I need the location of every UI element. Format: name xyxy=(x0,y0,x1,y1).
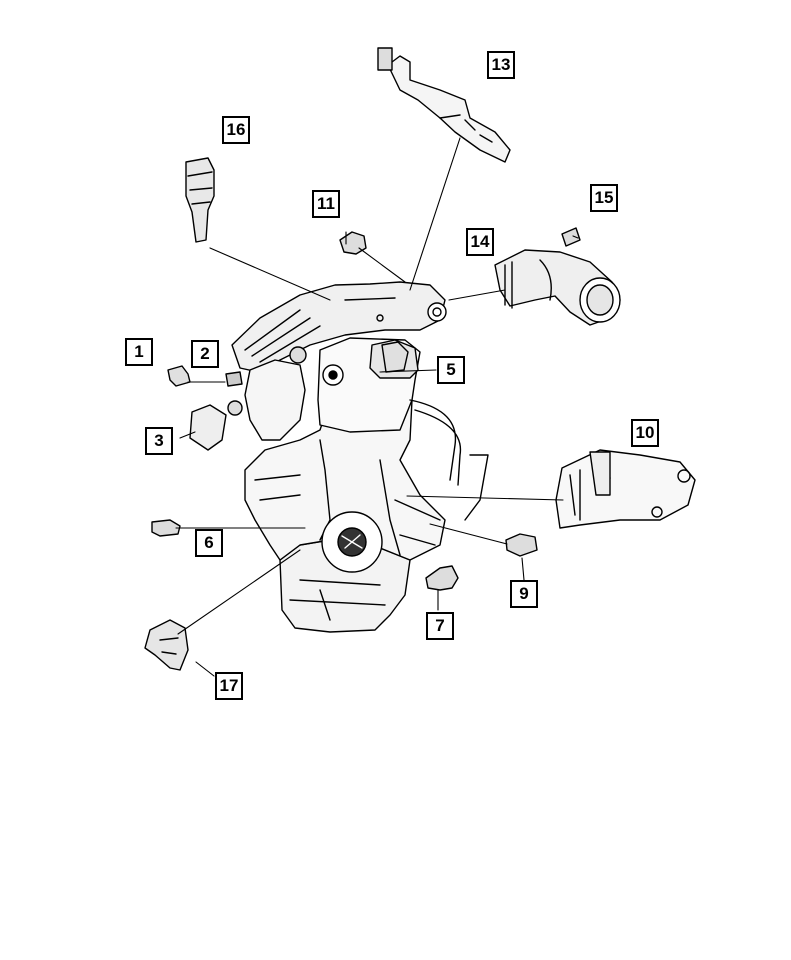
part-9-sensor xyxy=(505,533,538,557)
callout-7[interactable]: 7 xyxy=(426,612,454,640)
callout-9[interactable]: 9 xyxy=(510,580,538,608)
callout-6[interactable]: 6 xyxy=(195,529,223,557)
part-16-sensor xyxy=(185,157,215,243)
callout-10[interactable]: 10 xyxy=(631,419,659,447)
callout-3[interactable]: 3 xyxy=(145,427,173,455)
part-13-bracket xyxy=(387,55,511,163)
oil-pan-detail xyxy=(289,579,386,621)
callout-16[interactable]: 16 xyxy=(222,116,250,144)
coolant-tubes xyxy=(409,399,489,521)
part-2-bolt xyxy=(225,371,243,387)
part-6-sensor xyxy=(151,519,181,537)
part-3-bracket xyxy=(189,404,227,451)
callout-17[interactable]: 17 xyxy=(215,672,243,700)
callout-1[interactable]: 1 xyxy=(125,338,153,366)
part-1-sensor xyxy=(167,365,191,387)
part-10-heat-shield xyxy=(555,449,696,529)
callout-13[interactable]: 13 xyxy=(487,51,515,79)
block-ribs xyxy=(254,474,441,546)
left-housing xyxy=(244,359,306,441)
callout-15[interactable]: 15 xyxy=(590,184,618,212)
part-7-sensor xyxy=(425,565,459,591)
callout-2[interactable]: 2 xyxy=(191,340,219,368)
leader-lines xyxy=(175,137,579,677)
callout-14[interactable]: 14 xyxy=(466,228,494,256)
callout-11[interactable]: 11 xyxy=(312,190,340,218)
part-5-sensor xyxy=(381,341,409,373)
part-17-sensor xyxy=(144,619,189,671)
part-15-fitting xyxy=(561,227,581,247)
intake-runner-lines xyxy=(244,297,396,363)
callout-5[interactable]: 5 xyxy=(437,356,465,384)
